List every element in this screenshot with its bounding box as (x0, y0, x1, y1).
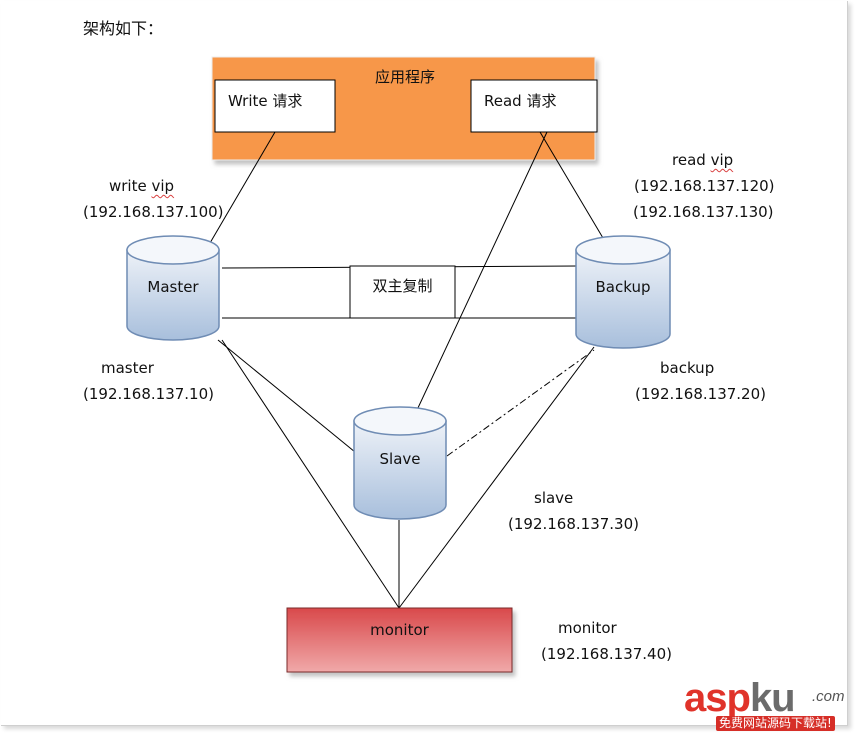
image-frame (1, 1, 848, 726)
slave-cylinder (353, 406, 447, 520)
write-to-master-line (209, 131, 276, 244)
monitor-ip: (192.168.137.40) (541, 645, 672, 663)
read-vip-prefix: read (672, 151, 706, 169)
master-node-label: Master (147, 278, 199, 296)
slave-ip: (192.168.137.30) (508, 515, 639, 533)
header-title: 架构如下： (83, 19, 164, 38)
monitor-box (286, 607, 513, 673)
aspku-watermark: aspku .com 免费网站源码下载站! (684, 676, 854, 734)
write-vip-ip: (192.168.137.100) (83, 203, 224, 221)
read-to-slave-line (416, 131, 548, 411)
watermark-brand-gray: ku (749, 676, 796, 720)
master-to-slave-line (217, 339, 356, 453)
monitor-node-label: monitor (370, 621, 429, 639)
write-vip-word: vip (151, 177, 175, 195)
read-vip-word: vip (710, 151, 734, 169)
app-title: 应用程序 (374, 68, 435, 86)
replication-label: 双主复制 (372, 277, 433, 295)
replication-box (349, 265, 456, 319)
read-request-label: Read 请求 (484, 92, 557, 110)
read-vip-ip-2: (192.168.137.130) (633, 203, 774, 221)
backup-cylinder (575, 235, 671, 349)
watermark-logo: aspku (684, 676, 796, 720)
write-vip-prefix: write (109, 177, 147, 195)
master-cylinder (126, 235, 220, 341)
write-request-box (214, 79, 336, 133)
backup-to-monitor-line (398, 346, 595, 609)
read-to-backup-line (539, 131, 604, 239)
slave-node-label: Slave (379, 450, 421, 468)
master-name: master (101, 359, 154, 377)
watermark-brand-red: asp (684, 676, 751, 720)
backup-ip: (192.168.137.20) (635, 385, 766, 403)
watermark-slogan: 免费网站源码下载站! (716, 716, 835, 731)
master-to-monitor-line (221, 339, 400, 609)
watermark-domain: .com (812, 688, 845, 705)
monitor-name: monitor (558, 619, 617, 637)
slave-name: slave (534, 489, 574, 507)
backup-to-slave-dashed-line (446, 349, 595, 457)
write-request-label: Write 请求 (228, 92, 303, 110)
write-vip-label: write vip (109, 177, 174, 195)
read-vip-label: read vip (672, 151, 733, 169)
read-request-box (470, 79, 598, 133)
read-vip-ip-1: (192.168.137.120) (634, 177, 775, 195)
backup-name: backup (660, 359, 715, 377)
master-ip: (192.168.137.10) (83, 385, 214, 403)
backup-node-label: Backup (595, 278, 651, 296)
